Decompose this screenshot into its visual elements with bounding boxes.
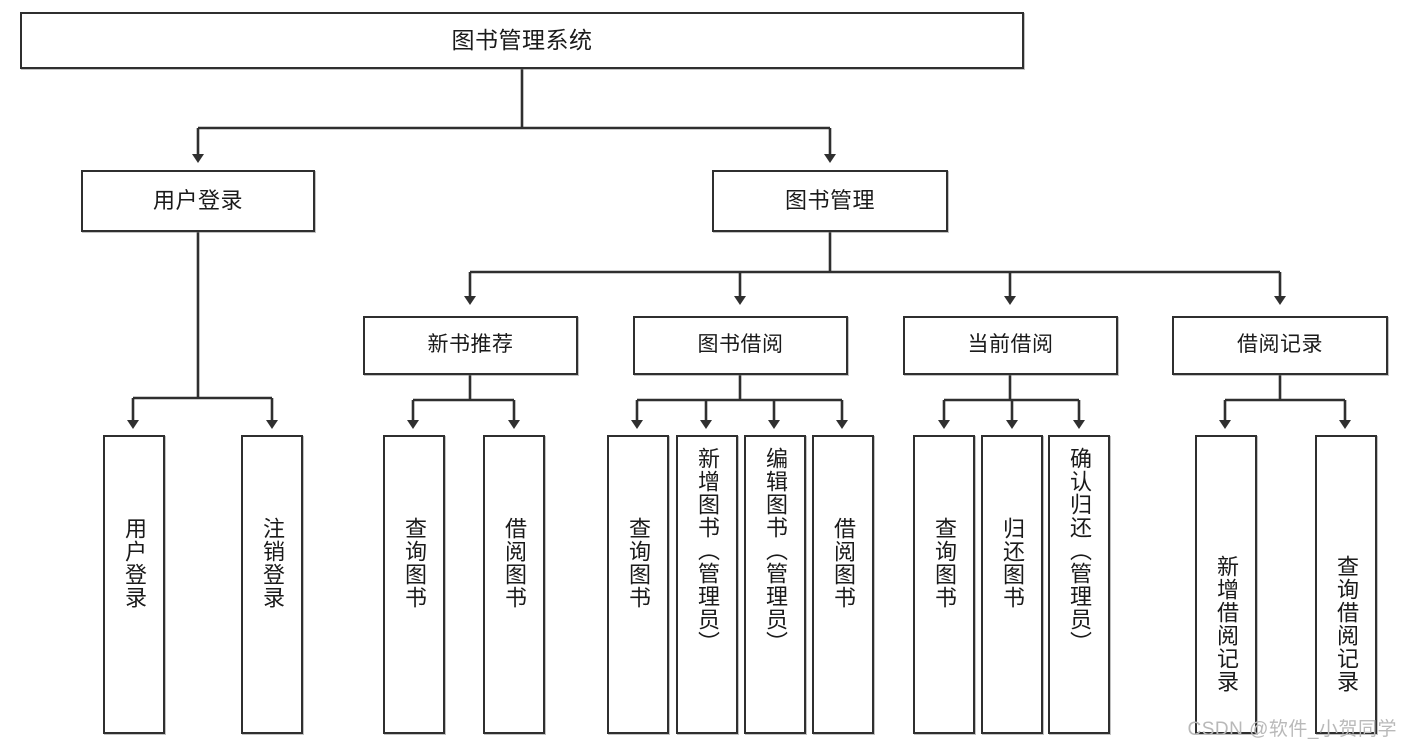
leaf-recommend-query-book[interactable]: 查询图书: [383, 435, 445, 734]
leaf-borrow-add-book-admin[interactable]: 新增图书（管理员）: [676, 435, 738, 734]
node-label: 查询借阅记录: [1333, 555, 1359, 693]
node-label: 图书管理: [784, 187, 875, 213]
leaf-current-query-book[interactable]: 查询图书: [913, 435, 975, 734]
node-label: 查询图书: [401, 517, 427, 609]
node-book-management[interactable]: 图书管理: [712, 170, 948, 232]
leaf-user-login-signin[interactable]: 用户登录: [103, 435, 165, 734]
node-label: 查询图书: [625, 517, 651, 609]
node-label: 确认归还（管理员）: [1066, 447, 1092, 654]
node-user-login[interactable]: 用户登录: [81, 170, 315, 232]
node-label: 借阅图书: [501, 517, 527, 609]
leaf-borrow-query-book[interactable]: 查询图书: [607, 435, 669, 734]
node-label: 借阅图书: [830, 517, 856, 609]
node-borrow-record[interactable]: 借阅记录: [1172, 316, 1388, 375]
node-label: 图书管理系统: [451, 26, 593, 53]
node-book-borrow[interactable]: 图书借阅: [633, 316, 848, 375]
leaf-current-confirm-return-admin[interactable]: 确认归还（管理员）: [1048, 435, 1110, 734]
node-label: 新增图书（管理员）: [694, 447, 720, 654]
node-label: 当前借阅: [967, 333, 1054, 357]
node-label: 用户登录: [121, 517, 147, 609]
node-label: 归还图书: [999, 517, 1025, 609]
node-label: 注销登录: [259, 517, 285, 609]
node-label: 用户登录: [152, 187, 243, 213]
node-new-book-recommend[interactable]: 新书推荐: [363, 316, 578, 375]
leaf-user-login-signout[interactable]: 注销登录: [241, 435, 303, 734]
node-label: 查询图书: [931, 517, 957, 609]
node-label: 新增借阅记录: [1213, 555, 1239, 693]
node-root-system[interactable]: 图书管理系统: [20, 12, 1024, 69]
node-label: 编辑图书（管理员）: [762, 447, 788, 654]
leaf-record-query-borrow-record[interactable]: 查询借阅记录: [1315, 435, 1377, 734]
node-label: 借阅记录: [1237, 333, 1323, 357]
leaf-recommend-borrow-book[interactable]: 借阅图书: [483, 435, 545, 734]
node-current-borrow[interactable]: 当前借阅: [903, 316, 1118, 375]
leaf-borrow-edit-book-admin[interactable]: 编辑图书（管理员）: [744, 435, 806, 734]
node-label: 新书推荐: [427, 333, 514, 357]
watermark-text: CSDN @软件_小贺同学: [1187, 719, 1397, 740]
leaf-current-return-book[interactable]: 归还图书: [981, 435, 1043, 734]
leaf-record-add-borrow-record[interactable]: 新增借阅记录: [1195, 435, 1257, 734]
node-label: 图书借阅: [697, 333, 784, 357]
leaf-borrow-borrow-book[interactable]: 借阅图书: [812, 435, 874, 734]
